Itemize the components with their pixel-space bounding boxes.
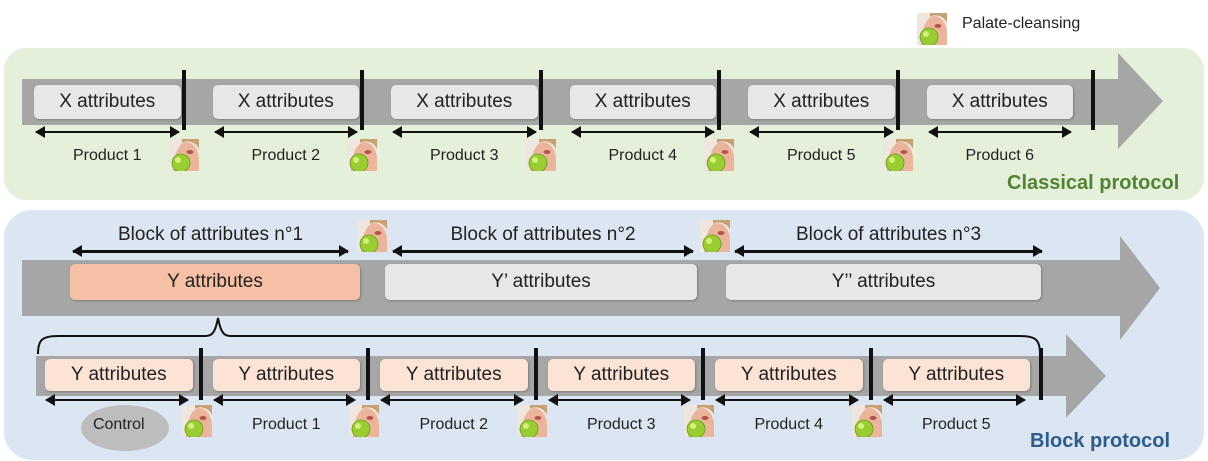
step-separator — [366, 348, 370, 400]
product-label: Product 4 — [754, 416, 823, 433]
apple-bite-icon — [357, 220, 387, 252]
y-attributes-box: Y attributes — [212, 359, 360, 391]
block-span-arrow — [392, 245, 694, 257]
step-separator — [533, 348, 538, 400]
control-label: Control — [92, 416, 145, 433]
duration-arrow — [882, 394, 1026, 406]
apple-bite-icon — [182, 405, 212, 437]
duration-arrow — [380, 394, 523, 406]
step-separator — [868, 348, 873, 400]
duration-arrow — [392, 126, 536, 138]
product-label: Product 6 — [965, 147, 1034, 164]
x-attributes-box: X attributes — [748, 85, 895, 119]
x-attributes-box: X attributes — [569, 85, 716, 119]
y-attributes-block: Y attributes — [70, 264, 360, 300]
expansion-brace — [37, 317, 1041, 355]
y-attributes-box: Y attributes — [547, 359, 695, 391]
step-separator — [198, 348, 203, 400]
y-attributes-box: Y attributes — [715, 359, 863, 391]
apple-bite-icon — [169, 139, 199, 171]
duration-arrow — [212, 394, 356, 406]
apple-bite-icon — [347, 139, 377, 171]
step-separator — [701, 348, 705, 400]
step-separator — [360, 70, 364, 130]
apple-bite-icon — [852, 405, 882, 437]
y-attributes-box: Y attributes — [45, 359, 193, 391]
product-label: Product 1 — [73, 147, 142, 164]
x-attributes-box: X attributes — [926, 85, 1073, 119]
legend-label: Palate-cleansing — [962, 15, 1081, 32]
product-label: Product 1 — [252, 416, 321, 433]
block-label: Block of attributes n°2 — [450, 224, 636, 245]
duration-arrow — [547, 394, 691, 406]
duration-arrow — [35, 126, 179, 138]
apple-bite-icon — [517, 405, 547, 437]
step-separator — [1039, 348, 1043, 400]
apple-bite-icon — [526, 139, 556, 171]
x-attributes-box: X attributes — [391, 85, 538, 119]
block-label: Block of attributes n°1 — [117, 224, 304, 245]
block-span-arrow — [72, 245, 349, 257]
y-attributes-block: Y’’ attributes — [726, 264, 1041, 300]
y-attributes-block: Y’ attributes — [385, 264, 697, 300]
apple-bite-icon — [684, 405, 714, 437]
duration-arrow — [45, 394, 188, 406]
x-attributes-box: X attributes — [212, 85, 359, 119]
duration-arrow — [570, 126, 715, 138]
classical-protocol-title: Classical protocol — [1007, 172, 1180, 194]
block-label: Block of attributes n°3 — [795, 224, 982, 245]
duration-arrow — [927, 126, 1072, 138]
step-separator — [1091, 70, 1095, 130]
apple-bite-icon — [700, 220, 730, 252]
apple-bite-icon — [883, 139, 913, 171]
control-oval — [81, 405, 169, 451]
apple-bite-icon — [704, 139, 734, 171]
duration-arrow — [715, 394, 858, 406]
step-separator — [181, 70, 186, 130]
product-label: Product 5 — [787, 147, 856, 164]
y-attributes-box: Y attributes — [380, 359, 528, 391]
duration-arrow — [749, 126, 893, 138]
step-separator — [538, 70, 543, 130]
apple-bite-icon — [349, 405, 379, 437]
step-separator — [717, 70, 721, 130]
block-span-arrow — [734, 245, 1043, 257]
product-label: Product 5 — [922, 416, 991, 433]
product-label: Product 2 — [419, 416, 488, 433]
product-label: Product 4 — [608, 147, 677, 164]
product-label: Product 2 — [251, 147, 320, 164]
product-label: Product 3 — [587, 416, 656, 433]
apple-bite-icon — [917, 13, 947, 45]
step-separator — [895, 70, 900, 130]
x-attributes-box: X attributes — [34, 85, 181, 119]
block-protocol-title: Block protocol — [1030, 430, 1171, 452]
y-attributes-box: Y attributes — [882, 359, 1030, 391]
duration-arrow — [213, 126, 358, 138]
product-label: Product 3 — [430, 147, 499, 164]
